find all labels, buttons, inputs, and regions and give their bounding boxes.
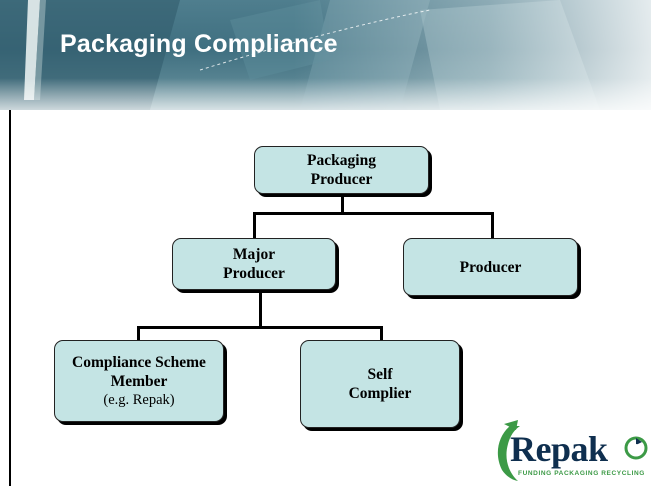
repak-logo [497, 420, 648, 481]
arrow-tip-icon [504, 420, 518, 430]
box-self-complier-line2: Complier [348, 385, 412, 402]
repak-wordmark: Repak [510, 429, 608, 469]
box-major-producer-line2: Producer [223, 265, 285, 282]
header-banner [0, 0, 651, 110]
slide-title: Packaging Compliance [60, 30, 338, 58]
box-self-complier-line1: Self [367, 366, 393, 383]
connector-root-down [341, 194, 344, 214]
box-producer: Producer [403, 238, 578, 296]
banner-bottom-fade [0, 78, 651, 110]
recycle-arrow-icon [636, 438, 642, 445]
box-compliance-scheme-member: Compliance Scheme Member (e.g. Repak) [54, 340, 224, 422]
connector-major-down [259, 290, 262, 328]
repak-tagline: FUNDING PACKAGING RECYCLING [518, 470, 645, 477]
connector-level2-right-down [491, 212, 494, 238]
box-compliance-line1: Compliance Scheme [72, 353, 206, 371]
connector-level2-horizontal [253, 212, 493, 215]
box-packaging-producer: Packaging Producer [254, 146, 429, 194]
connector-level3-right-down [380, 326, 383, 340]
box-producer-label: Producer [459, 258, 522, 276]
box-self-complier: Self Complier [300, 340, 460, 428]
connector-level3-left-down [137, 326, 140, 340]
box-major-producer: Major Producer [172, 238, 336, 290]
box-compliance-line3: (e.g. Repak) [103, 391, 175, 408]
left-border-line [9, 110, 11, 486]
box-compliance-line2: Member [110, 372, 168, 390]
leaf-swoosh-icon [497, 426, 520, 481]
connector-level3-horizontal [137, 326, 383, 329]
connector-level2-left-down [253, 212, 256, 238]
box-packaging-producer-line1: Packaging [307, 152, 376, 169]
recycle-center [632, 444, 640, 452]
box-major-producer-line1: Major [232, 246, 276, 263]
box-packaging-producer-line2: Producer [310, 171, 373, 188]
